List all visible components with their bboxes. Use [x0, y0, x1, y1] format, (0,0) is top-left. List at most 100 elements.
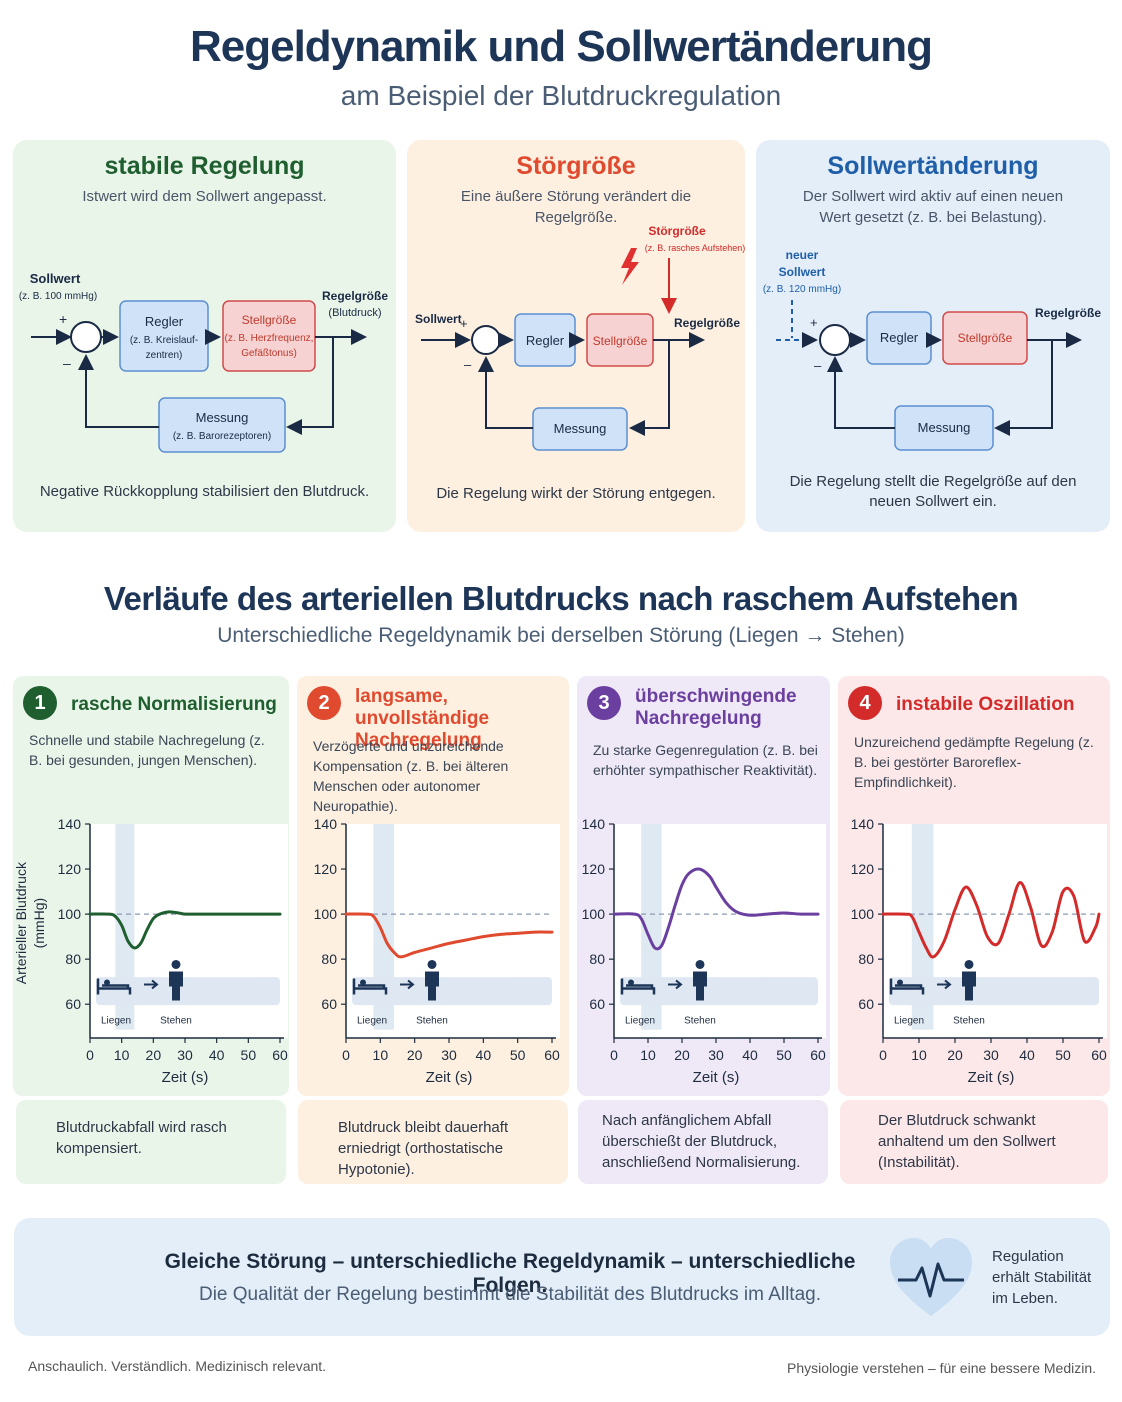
summary-side-text: Regulation erhält Stabilität im Leben. — [992, 1248, 1092, 1307]
x-tick-label: 50 — [241, 1047, 257, 1063]
comparator-circle — [70, 321, 102, 353]
case-desc: Schnelle und stabile Nachregelung (z. B.… — [29, 732, 265, 768]
person-standing-icon — [693, 971, 707, 1001]
new-setpoint-note: (z. B. 120 mmHg) — [763, 284, 841, 295]
y-tick-label: 100 — [582, 906, 606, 922]
regler-note-2: zentren) — [146, 350, 183, 361]
case-desc: Verzögerte und unzureichende Kompensatio… — [313, 738, 509, 814]
case-note: Blutdruck bleibt dauerhaft erniedrigt (o… — [298, 1100, 568, 1184]
stell-note-2: Gefäßtonus) — [241, 348, 297, 359]
bp-series-line — [612, 867, 820, 951]
case-title: rasche Normalisierung — [71, 694, 277, 715]
bed-head-icon — [628, 979, 634, 986]
x-tick-label: 30 — [177, 1047, 193, 1063]
y-tick-label: 140 — [582, 818, 606, 832]
regler-label: Regler — [526, 333, 565, 348]
case-number-badge: 4 — [848, 686, 882, 720]
y-tick-label: 60 — [858, 996, 874, 1012]
plus-sign: + — [810, 315, 818, 330]
panel-desc: Der Sollwert wird aktiv auf einen neuen … — [802, 188, 1064, 226]
messung-label: Messung — [918, 420, 971, 435]
case-title: überschwingende Nachregelung — [635, 686, 797, 729]
person-standing-icon — [962, 971, 976, 1001]
activity-strip — [96, 977, 280, 1006]
x-tick-label: 0 — [86, 1047, 94, 1063]
panel-footer: Negative Rückkopplung stabilisiert den B… — [39, 483, 370, 500]
person-head-icon — [171, 959, 181, 969]
minus-sign: – — [814, 358, 822, 373]
y-tick-label: 120 — [58, 861, 82, 877]
event-label-lying: Liegen — [625, 1015, 655, 1026]
x-tick-label: 0 — [342, 1047, 350, 1063]
y-tick-label: 100 — [851, 906, 875, 922]
regelgroesse-label: Regelgröße — [322, 289, 388, 303]
messung-label: Messung — [554, 421, 607, 436]
panel-disturbance: Störgröße Eine äußere Störung verändert … — [407, 140, 745, 532]
summary-title: Gleiche Störung – unterschiedliche Regel… — [164, 1250, 856, 1297]
person-standing-icon — [425, 971, 439, 1001]
x-tick-label: 60 — [272, 1047, 288, 1063]
case-note: Der Blutdruck schwankt anhaltend um den … — [840, 1100, 1108, 1184]
y-tick-label: 140 — [314, 818, 338, 832]
page-title: Regeldynamik und Sollwertänderung — [189, 22, 933, 71]
stellgroesse-box — [942, 311, 1028, 365]
x-tick-label: 20 — [407, 1047, 423, 1063]
y-tick-label: 120 — [314, 861, 338, 877]
bed-icon — [620, 978, 656, 995]
block-diagram-stable: Sollwert (z. B. 100 mmHg) + – Regler (z.… — [19, 271, 388, 453]
bp-series-line — [881, 881, 1101, 959]
event-label-lying: Liegen — [101, 1015, 131, 1026]
event-label-lying: Liegen — [894, 1015, 924, 1026]
case-number-badge: 1 — [23, 686, 57, 720]
minus-sign: – — [464, 357, 472, 372]
messung-note: (z. B. Barorezeptoren) — [173, 431, 271, 442]
x-tick-label: 40 — [1019, 1047, 1035, 1063]
block-diagram-setpoint: neuer Sollwert (z. B. 120 mmHg) + – Regl… — [763, 248, 1101, 451]
activity-strip — [352, 977, 552, 1006]
y-tick-label: 80 — [589, 951, 605, 967]
case-desc: Unzureichend gedämpfte Regelung (z. B. b… — [854, 734, 1094, 790]
x-tick-label: 40 — [742, 1047, 758, 1063]
y-tick-label: 80 — [65, 951, 81, 967]
event-label-lying: Liegen — [357, 1015, 387, 1026]
panel-title: stabile Regelung — [104, 152, 305, 180]
bp-series-line — [344, 912, 554, 959]
x-axis-label: Zeit (s) — [426, 1069, 473, 1086]
arrow-icon — [400, 979, 415, 990]
activity-strip — [620, 977, 818, 1006]
case-note: Blutdruckabfall wird rasch kompensiert. — [16, 1100, 286, 1184]
sollwert-label: Sollwert — [415, 312, 462, 326]
regelgroesse-label: Regelgröße — [674, 316, 740, 330]
x-tick-label: 60 — [810, 1047, 826, 1063]
bed-icon — [352, 978, 388, 995]
stellgroesse-label: Stellgröße — [242, 313, 297, 327]
arrow-icon — [144, 979, 159, 990]
x-tick-label: 40 — [209, 1047, 225, 1063]
x-tick-label: 30 — [708, 1047, 724, 1063]
case-number-badge: 2 — [307, 686, 341, 720]
lightning-icon — [621, 248, 639, 285]
event-label-standing: Stehen — [953, 1015, 985, 1026]
stellgroesse-label: Stellgröße — [958, 331, 1013, 345]
person-standing-icon — [169, 971, 183, 1001]
event-label-standing: Stehen — [416, 1015, 448, 1026]
stell-note: (z. B. Herzfrequenz, — [225, 333, 314, 344]
x-tick-label: 30 — [441, 1047, 457, 1063]
summary-subtitle: Die Qualität der Regelung bestimmt die S… — [198, 1284, 822, 1305]
new-setpoint-label: neuer — [786, 248, 819, 262]
stellgroesse-label: Stellgröße — [593, 334, 648, 348]
case-desc: Zu starke Gegenregulation (z. B. bei erh… — [593, 742, 818, 778]
activity-strip — [889, 977, 1099, 1006]
regelgroesse-label: Regelgröße — [1035, 306, 1101, 320]
x-axis-label: Zeit (s) — [693, 1069, 740, 1086]
stoergroesse-label: Störgröße — [648, 224, 706, 238]
x-tick-label: 50 — [776, 1047, 792, 1063]
event-label-standing: Stehen — [160, 1015, 192, 1026]
bed-head-icon — [360, 979, 366, 986]
x-tick-label: 20 — [146, 1047, 162, 1063]
y-tick-label: 60 — [65, 996, 81, 1012]
plus-sign: + — [460, 316, 468, 331]
x-tick-label: 10 — [911, 1047, 927, 1063]
x-tick-label: 50 — [1055, 1047, 1071, 1063]
